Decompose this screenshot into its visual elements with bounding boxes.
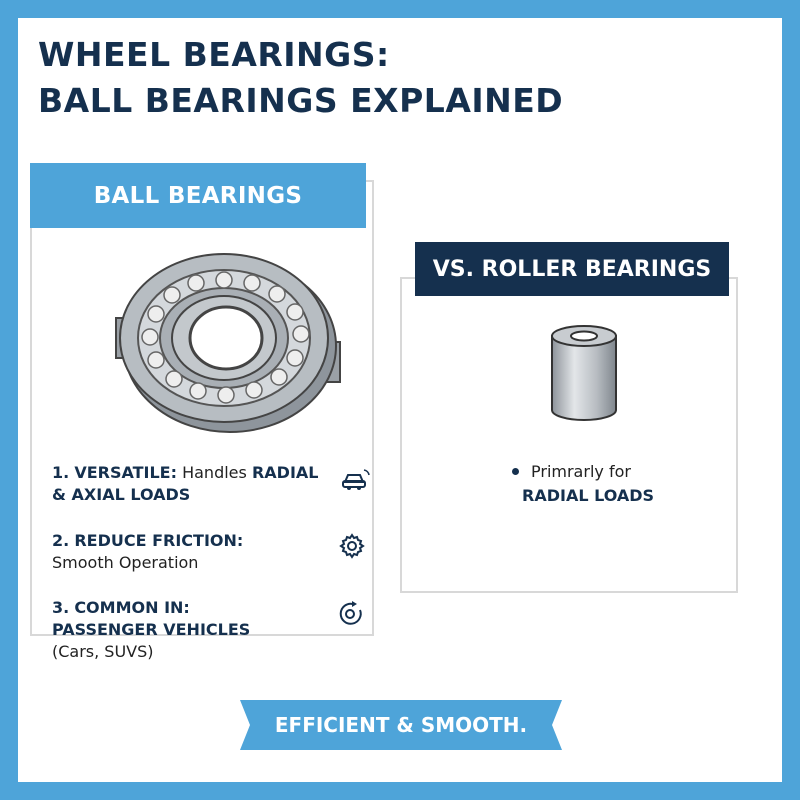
item-line-3: (Cars, SUVS) (52, 642, 154, 661)
gear-icon (339, 533, 365, 559)
item-number: 2. (52, 531, 70, 550)
rotation-icon (339, 601, 362, 625)
item-text: Handles (182, 463, 247, 482)
title-line-1: WHEEL BEARINGS: (38, 35, 390, 74)
bullet-dot (512, 468, 519, 475)
page-title: WHEEL BEARINGS: BALL BEARINGS EXPLAINED (38, 32, 563, 124)
item-number: 3. (52, 598, 70, 617)
roller-bearings-banner: VS. ROLLER BEARINGS (415, 242, 729, 296)
item-line-2: Smooth Operation (52, 553, 199, 572)
item-heading: REDUCE FRICTION: (74, 531, 244, 550)
title-line-2: BALL BEARINGS EXPLAINED (38, 81, 564, 120)
list-item-common-in: 3. COMMON IN: PASSENGER VEHICLES (Cars, … (52, 597, 302, 663)
item-text-bold: RADIAL (251, 463, 319, 482)
item-number: 1. (52, 463, 70, 482)
note-text: Primrarly for (531, 462, 631, 481)
ribbon-banner (240, 700, 562, 750)
item-line-2: PASSENGER VEHICLES (52, 620, 251, 639)
car-icon (342, 469, 370, 490)
list-item-versatile: 1. VERSATILE: Handles RADIAL & AXIAL LOA… (52, 462, 332, 506)
item-line-2: & AXIAL LOADS (52, 485, 191, 504)
ball-bearing-illustration (115, 253, 341, 433)
roller-bearing-note: Primrarly for RADIAL LOADS (492, 460, 692, 508)
item-heading: COMMON IN: (74, 598, 190, 617)
item-heading: VERSATILE: (74, 463, 177, 482)
list-item-reduce-friction: 2. REDUCE FRICTION: Smooth Operation (52, 530, 292, 574)
ball-bearings-banner: BALL BEARINGS (30, 163, 366, 228)
note-bold: RADIAL LOADS (522, 486, 655, 505)
cylinder-roller-illustration (551, 325, 617, 421)
ribbon-text: EFFICIENT & SMOOTH. (274, 713, 528, 737)
